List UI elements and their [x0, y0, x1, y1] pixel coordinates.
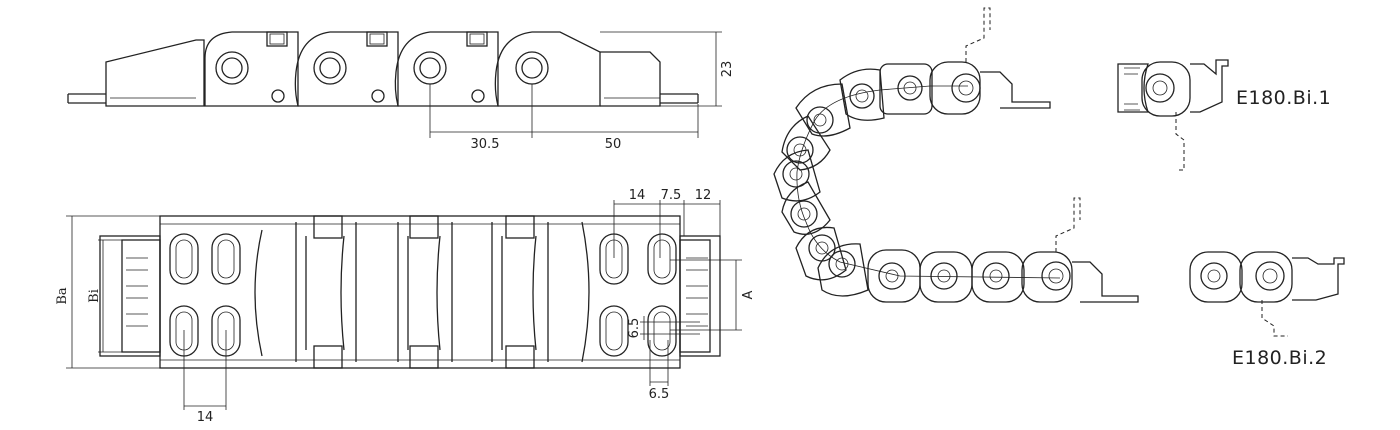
side-link-2	[294, 31, 399, 107]
dim-hole-size: 6.5 6.5	[627, 316, 700, 402]
curved-chain-view	[773, 7, 1139, 303]
side-view: 23 30.5 50	[67, 31, 735, 152]
chain-links	[773, 61, 1073, 303]
dim-end-offset-label: 12	[695, 188, 712, 203]
top-right-comb	[679, 239, 711, 353]
dim-pitch-label: 30.5	[471, 137, 500, 152]
top-outer-frame	[159, 215, 681, 369]
variant-1-label: E180.Bi.1	[1236, 87, 1331, 109]
dim-pitch: 30.5 50	[429, 84, 699, 152]
dim-end-length-label: 50	[605, 137, 622, 152]
top-left-holes	[169, 233, 241, 357]
side-link-3	[394, 31, 499, 107]
dim-mount-width: A	[670, 259, 756, 331]
side-link-1	[204, 31, 299, 107]
dim-hole-height-label: 6.5	[627, 318, 642, 339]
variant-2-label: E180.Bi.2	[1232, 347, 1327, 369]
dim-top-offset-label: 7.5	[661, 188, 682, 203]
dim-inner-width-label: Bi	[87, 289, 102, 303]
top-right-holes	[599, 233, 677, 357]
side-link-4	[494, 31, 601, 107]
dim-height-label: 23	[720, 61, 735, 78]
dim-mount-width-label: A	[741, 290, 756, 299]
side-right-bracket	[600, 51, 699, 107]
dim-height: 23	[600, 31, 735, 107]
variant-2-view: E180.Bi.2	[1189, 251, 1345, 369]
dim-hole-width-label: 6.5	[649, 387, 670, 402]
dim-outer-width-label: Ba	[55, 287, 70, 305]
dim-widths: Ba Bi	[55, 215, 160, 369]
side-left-bracket	[67, 39, 205, 107]
chain-end-brackets	[965, 7, 1139, 303]
dim-hole-spacing-label: 14	[197, 410, 214, 425]
variant-1-view: E180.Bi.1	[1117, 59, 1331, 171]
top-links	[160, 215, 680, 369]
dim-top-right: 14 7.5 12	[613, 188, 721, 258]
top-view: Ba Bi 14 14 7.5 12 6.	[55, 188, 756, 425]
dim-top-spacing-label: 14	[629, 188, 646, 203]
dim-hole-spacing: 14	[183, 330, 227, 425]
top-left-comb	[121, 239, 161, 353]
